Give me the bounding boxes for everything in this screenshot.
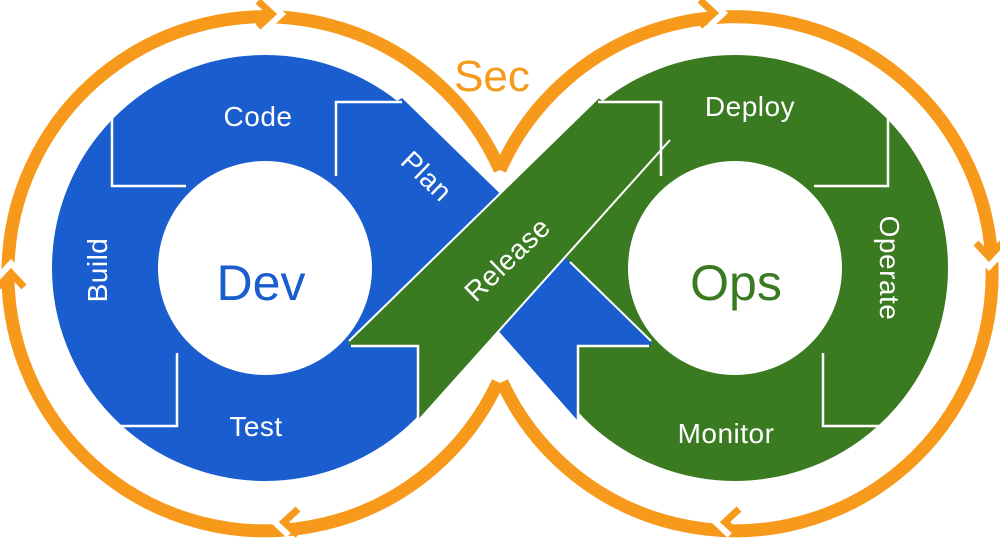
arrow-head (255, 0, 278, 30)
divider-deploy-operate (814, 110, 890, 188)
divider-build-test (106, 353, 179, 428)
arrow-head (0, 267, 27, 290)
divider-monitor-devband (576, 344, 649, 424)
arrow-gap (264, 0, 287, 30)
divider-test-release (351, 344, 420, 424)
divider-build-code (110, 110, 186, 188)
segment-label-build: Build (82, 238, 113, 303)
flow-arrow-icon (710, 506, 742, 538)
release-cross-band (349, 98, 670, 421)
dev-band-upper-edge (569, 261, 652, 342)
flow-arrow-icon (255, 0, 287, 30)
arrow-head (719, 506, 742, 538)
dev-center-label: Dev (217, 255, 306, 311)
ops-center-label: Ops (690, 255, 782, 311)
arrow-head (278, 506, 301, 538)
segment-label-test: Test (229, 411, 282, 442)
arrow-gap (706, 0, 729, 29)
arrow-gap (973, 249, 1000, 272)
divider-code-plan (334, 100, 402, 176)
arrow-head (973, 240, 1000, 263)
flow-arrow-icon (269, 506, 301, 538)
segment-label-monitor: Monitor (678, 418, 775, 449)
arrow-head (697, 0, 720, 29)
sec-ring-right-arc (494, 10, 999, 538)
segment-label-code: Code (224, 101, 293, 132)
arrow-gap (269, 506, 292, 538)
flow-arrow-icon (0, 258, 27, 290)
sec-label: Sec (454, 52, 530, 101)
release-band-lower-edge (417, 139, 671, 422)
arrow-gap (710, 506, 733, 538)
segment-label-operate: Operate (874, 216, 905, 321)
segment-label-deploy: Deploy (705, 91, 795, 122)
labels: Sec Dev Ops Code Plan Build Test Release… (82, 52, 905, 449)
divider-operate-monitor (821, 353, 894, 428)
segment-dividers (106, 97, 894, 428)
release-band-upper-edge (348, 97, 599, 342)
flow-arrow-icon (697, 0, 729, 29)
flow-arrow-icon (973, 240, 1000, 272)
arrow-gap (0, 258, 27, 281)
